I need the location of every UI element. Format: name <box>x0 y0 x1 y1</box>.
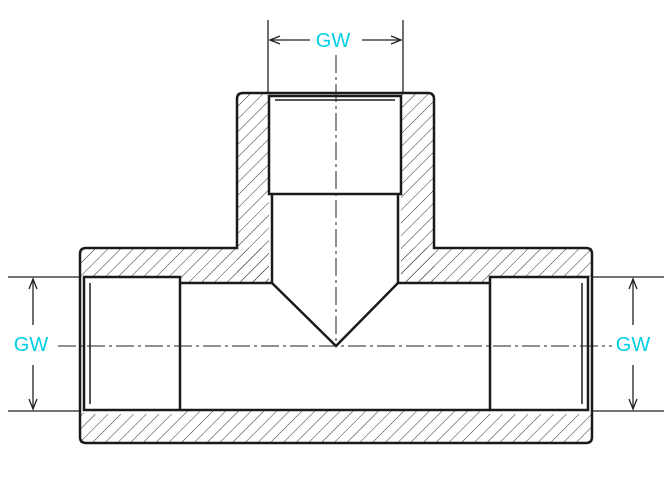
left-socket <box>82 275 182 412</box>
dimension-label-right: GW <box>616 334 651 356</box>
hatched-walls <box>80 93 592 443</box>
centerlines <box>58 55 612 347</box>
run-bottom-wall <box>80 410 592 443</box>
dimension-top <box>267 20 404 93</box>
branch-bore <box>270 194 400 348</box>
dimension-label-top: GW <box>316 30 351 52</box>
dimension-left <box>8 276 80 412</box>
dimension-label-left: GW <box>14 334 49 356</box>
right-socket <box>488 275 590 412</box>
dimension-right <box>592 276 664 412</box>
branch-socket <box>267 94 403 196</box>
tee-outer-outline <box>78 91 594 445</box>
